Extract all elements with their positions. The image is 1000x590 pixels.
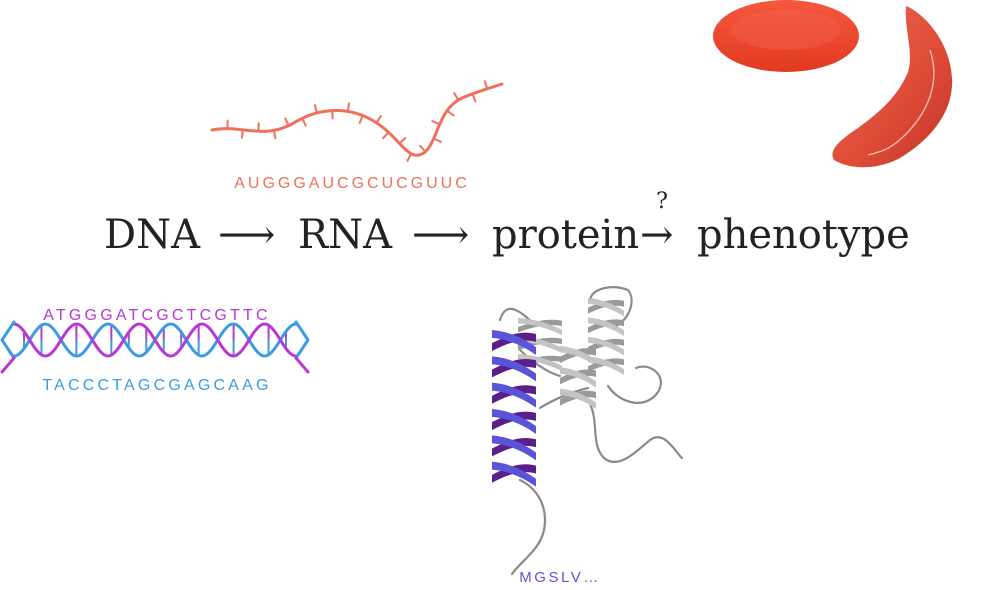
protein-to-phenotype-arrow: → [640,212,674,258]
dna-sequence-bottom: TACCCTAGCGAGCAAG [42,377,271,394]
rna-base-tick [446,109,455,117]
rna-base-tick [313,104,318,114]
gray-helix-a-turn-front [518,318,562,336]
rna-base-tick [301,117,307,127]
rna-sequence: AUGGGAUCGCUCGUUC [234,175,470,192]
gray-helix-a-turn-front [518,354,562,372]
dna-double-helix [0,320,310,374]
rna-base-tick [398,136,407,145]
rna-base-tick [272,129,277,140]
gray-helix-b-turn-front [560,367,596,388]
rna-base-tick [346,102,351,113]
gray-helix-c-turn-front [588,356,624,376]
rna-base-tick [358,114,364,125]
rna-base-tick [432,137,443,143]
rna-base-tick [375,115,382,124]
rna-strand [210,80,504,162]
blue-helix-turn-front [492,461,536,487]
rna-base-tick [471,92,477,103]
gray-helix-b-turn-front [560,388,596,409]
dna-to-rna-arrow: ⟶ [218,212,275,258]
phenotype-label: phenotype [697,212,910,258]
gray-helix-c-turn-front [588,317,624,337]
blue-helix-turn-front [492,382,536,408]
rna-base-tick [382,131,390,140]
dna-sequence-top: ATGGGATCGCTCGTTC [43,307,270,324]
dna-label: DNA [104,212,201,258]
normal-red-blood-cell [713,0,859,72]
protein-label: protein [492,212,639,258]
gray-helix-c-turn-front [588,298,624,317]
gray-helix-c-turn-front [588,337,624,356]
blue-helix-turn-front [492,330,536,356]
protein-structure [492,286,684,576]
rna-base-tick [431,120,441,126]
rna-base-tick [241,128,244,139]
rna-base-tick [483,80,489,90]
rna-base-tick [453,92,460,101]
sickle-red-blood-cell [832,6,953,168]
blue-helix-turn-front [492,435,536,461]
blue-helix-turn-front [492,409,536,435]
protein-sequence: MGSLV… [519,569,600,586]
gray-helix-b-turn-front [560,346,596,367]
rna-base-tick [418,144,427,153]
question-mark: ? [656,189,668,214]
rna-label: RNA [298,212,393,258]
blue-helix-turn-front [492,356,536,382]
rna-base-tick [406,152,413,162]
rna-to-protein-arrow: ⟶ [412,212,469,258]
rna-base-tick [284,117,290,127]
